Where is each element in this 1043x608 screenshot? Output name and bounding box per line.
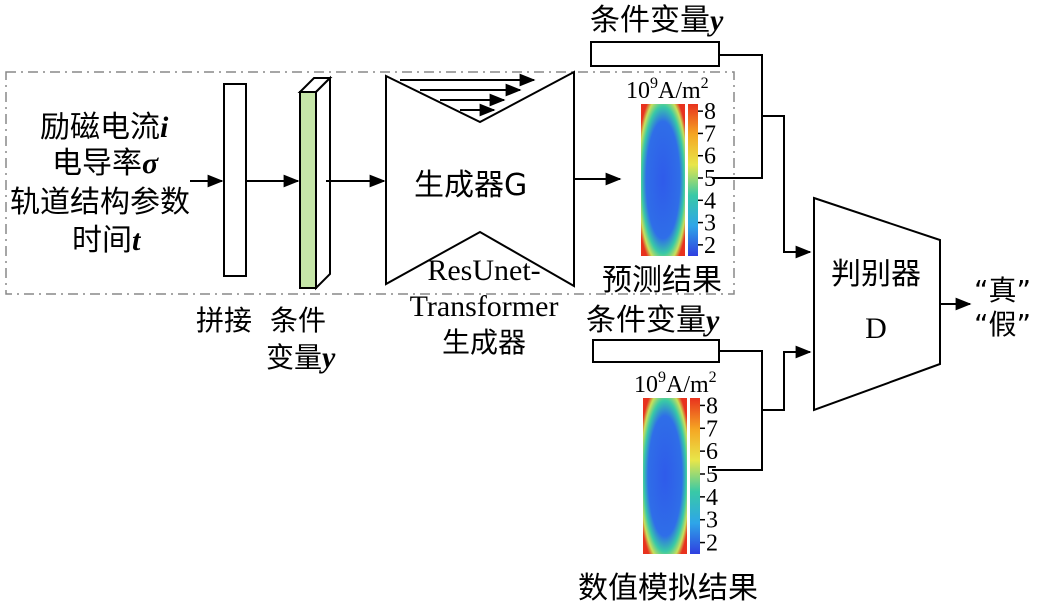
condition-vector-label-a: 条件 [270, 304, 326, 337]
skip-connections [400, 73, 536, 117]
predicted-condition-vector [590, 41, 720, 67]
input-time: 时间t [72, 223, 142, 258]
predicted-tick-label-4: 4 [704, 188, 716, 214]
generator-name-line3: 生成器 [442, 326, 526, 359]
numerical-tick-label-5: 3 [706, 508, 718, 534]
predicted-caption: 预测结果 [602, 263, 722, 298]
numerical-caption: 数值模拟结果 [578, 571, 758, 606]
numerical-colorbar [690, 398, 700, 554]
concat-label: 拼接 [196, 304, 252, 337]
input-track-structure: 轨道结构参数 [10, 185, 190, 220]
numerical-unit: 109A/m2 [634, 369, 717, 398]
input-conductivity: 电导率σ [52, 146, 159, 181]
input-excitation-current: 励磁电流i [40, 110, 169, 145]
predicted-tick-label-2: 6 [704, 144, 716, 170]
input-parameters: 励磁电流i 电导率σ 轨道结构参数 时间t [10, 110, 190, 258]
generator-label: 生成器G [414, 168, 527, 203]
predicted-colorbar [688, 104, 698, 256]
predicted-tick-label-5: 3 [704, 211, 716, 237]
numerical-field-map [643, 398, 687, 554]
numerical-tick-label-4: 4 [706, 485, 718, 511]
numerical-tick-label-2: 6 [706, 439, 718, 465]
generator-region-border [5, 71, 735, 295]
condition-vector-label-b: 变量y [266, 341, 336, 374]
predicted-tick-label-1: 7 [704, 121, 716, 147]
numerical-condition-vector [592, 339, 720, 363]
numerical-tick-label-6: 2 [706, 531, 718, 557]
output-real: “真” [974, 274, 1031, 307]
numerical-tick-label-3: 5 [706, 462, 718, 488]
connector-prediction-to-discriminator [712, 54, 812, 259]
concat-block [223, 83, 247, 277]
condition-vector-block [297, 75, 333, 291]
numerical-tick-label-0: 8 [706, 393, 718, 419]
discriminator-name: D [865, 312, 887, 345]
discriminator-shape [813, 196, 941, 412]
predicted-tick-label-0: 8 [704, 99, 716, 125]
generator-shape [385, 70, 575, 288]
numerical-tick-label-1: 7 [706, 416, 718, 442]
generator-name-line2: Transformer [410, 290, 559, 323]
connector-numerical-to-discriminator [712, 345, 812, 471]
predicted-condition-label: 条件变量y [590, 3, 724, 38]
output-fake: “假” [974, 308, 1031, 341]
predicted-tick-label-3: 5 [704, 166, 716, 192]
numerical-condition-label: 条件变量y [586, 303, 720, 338]
discriminator-label: 判别器 [831, 257, 921, 292]
predicted-tick-label-6: 2 [704, 233, 716, 259]
predicted-unit: 109A/m2 [626, 75, 709, 104]
predicted-field-map [641, 104, 685, 256]
generator-name-line1: ResUnet- [427, 254, 540, 287]
